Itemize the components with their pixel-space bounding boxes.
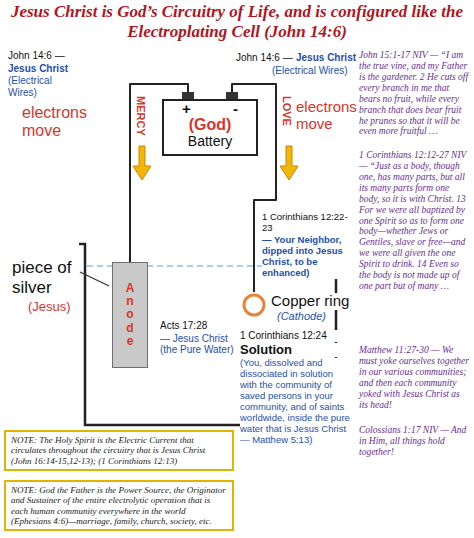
verse-reference: Acts 17:28 xyxy=(160,320,236,332)
current-arrow xyxy=(133,146,151,180)
current-label: MERCY xyxy=(134,96,147,136)
leader-line xyxy=(80,272,109,286)
note-text: NOTE: God the Father is the Power Source… xyxy=(11,485,227,526)
cathode-callout: — Your Neighbor, dipped into Jesus Chris… xyxy=(262,235,356,279)
cathode-label: Copper ring xyxy=(271,293,349,310)
scripture-quote: 1 Corinthians 12:12-27 NIV— “Just as a b… xyxy=(359,150,470,292)
terminal-sign: - xyxy=(233,101,238,116)
wire-label: (Electrical Wires) xyxy=(8,75,74,98)
note-text: NOTE: The Holy Spirit is the Electric Cu… xyxy=(11,435,227,466)
scripture-quote: Matthew 11:27-30 — We must yoke ourselve… xyxy=(359,345,470,411)
wire-label: John 14:6 — xyxy=(8,50,65,62)
solution-callout: (You, dissolved and dissociated in solut… xyxy=(240,358,352,445)
note-box: NOTE: God the Father is the Power Source… xyxy=(4,480,234,531)
electron-flow-label: electrons move xyxy=(296,98,358,133)
current-arrow xyxy=(280,146,298,180)
wire-label: Jesus Christ xyxy=(296,52,356,64)
anode-plate: Anode xyxy=(112,262,148,368)
battery-caption: (God) xyxy=(166,116,254,134)
wire-label: Jesus Christ xyxy=(8,63,68,75)
cathode-ring: Copper ring(Cathode) xyxy=(241,292,349,323)
anode-callout: piece of silver xyxy=(12,258,87,297)
water-callout: — Jesus Christ (the Pure Water) xyxy=(160,333,236,356)
note-box: NOTE: The Holy Spirit is the Electric Cu… xyxy=(4,430,234,471)
verse-reference: 1 Corinthians 12:22-23 xyxy=(262,212,356,234)
wire-label: (Electrical Wires) xyxy=(272,65,348,77)
battery-label: Battery xyxy=(166,134,254,149)
battery-box: + -(God)Battery xyxy=(162,92,258,156)
diagram-title: Jesus Christ is God’s Circuitry of Life,… xyxy=(4,2,470,43)
cathode-caption: (Cathode) xyxy=(271,310,349,323)
scripture-quote: John 15:1-17 NIV — “I am the true vine, … xyxy=(359,50,470,137)
electron-flow-label: electrons move xyxy=(22,104,106,141)
anode-label: Anode xyxy=(124,282,136,348)
copper-ring xyxy=(241,292,267,318)
solution-label: Solution xyxy=(240,343,352,358)
current-label: LOVE xyxy=(280,96,293,126)
scripture-quote: Colossians 1:17 NIV — And in Him, all th… xyxy=(359,425,470,458)
terminal-sign: + xyxy=(182,101,191,116)
anode-callout: (Jesus) xyxy=(28,300,71,315)
wire-label: John 14:6 — xyxy=(236,52,293,64)
verse-reference: 1 Corinthians 12:24 xyxy=(240,330,352,342)
